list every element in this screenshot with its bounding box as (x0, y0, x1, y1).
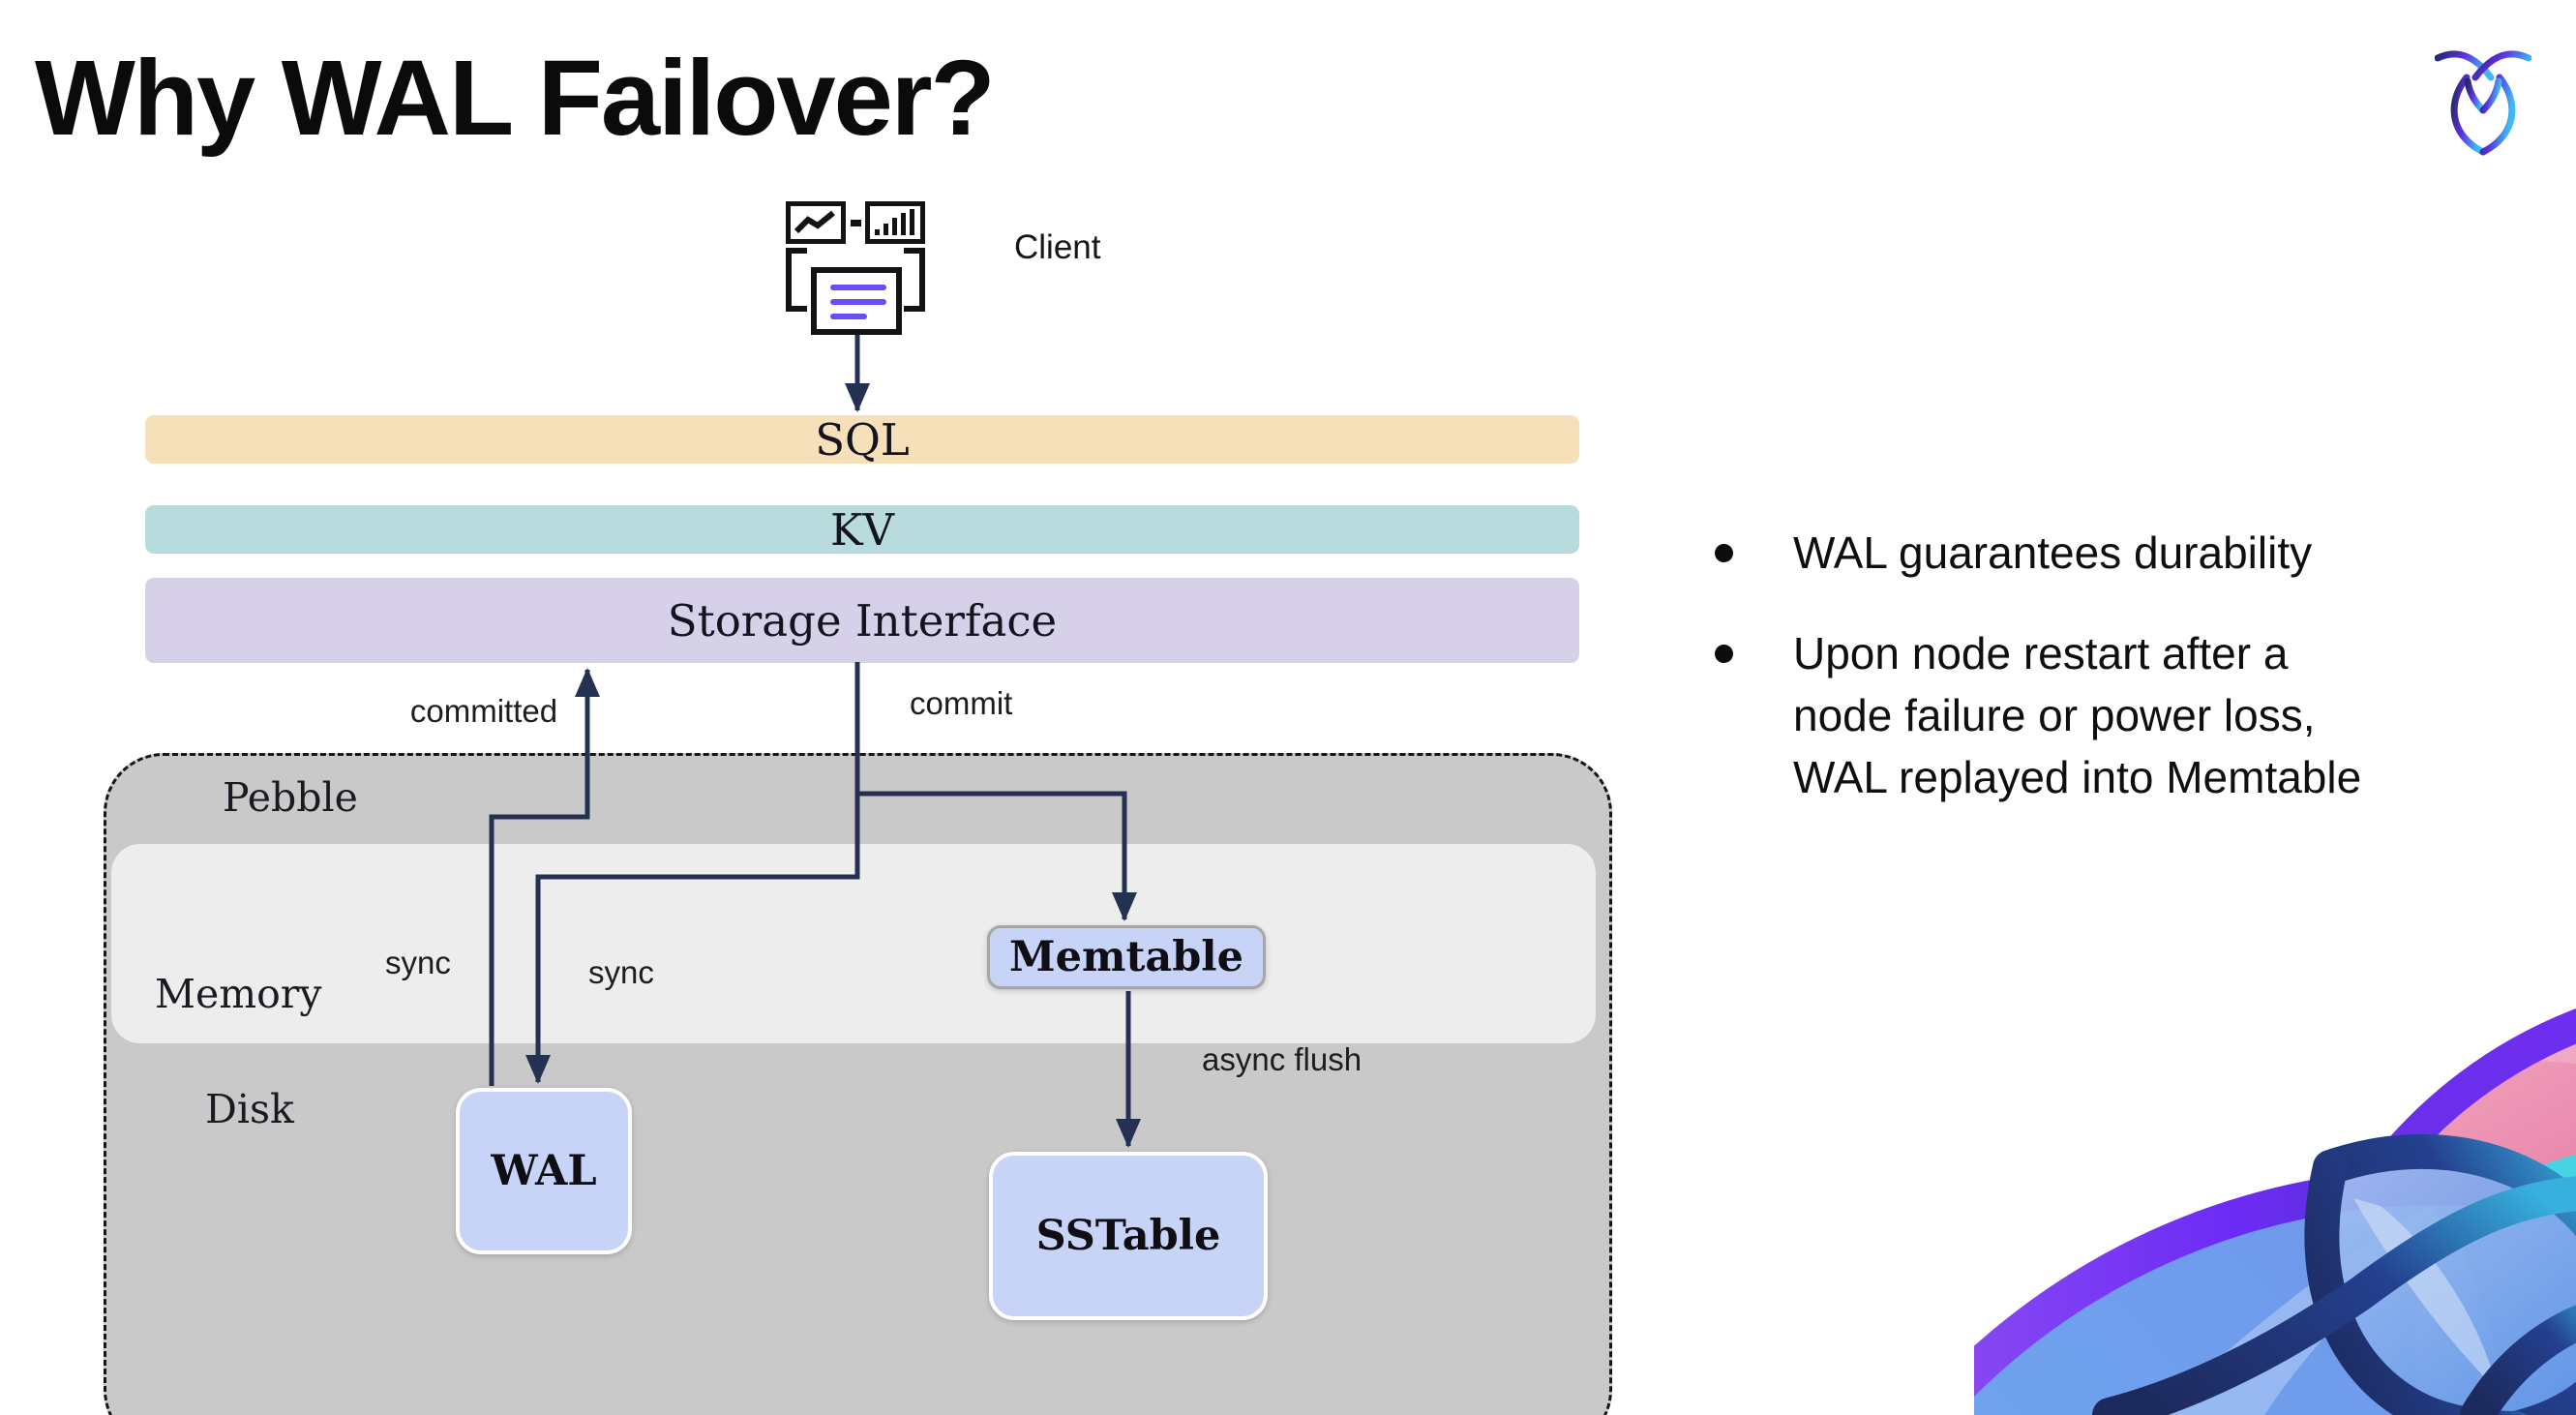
wal-node-label: WAL (491, 1147, 597, 1195)
commit-label: commit (910, 685, 1013, 721)
client-label: Client (1014, 228, 1101, 266)
sstable-node: SSTable (989, 1152, 1268, 1320)
bullet-dot-icon (1715, 644, 1733, 663)
committed-label: committed (409, 693, 558, 729)
line-chart-icon (786, 201, 846, 244)
pebble-label: Pebble (223, 774, 358, 821)
async-flush-label: async flush (1202, 1041, 1363, 1077)
bullet-item: Upon node restart after a node failure o… (1715, 623, 2566, 809)
disk-label: Disk (205, 1086, 294, 1132)
layer-bar-sql: SQL (145, 413, 1579, 466)
memtable-node: Memtable (987, 925, 1266, 989)
layer-bar-kv: KV (145, 503, 1579, 556)
sync-left-label: sync (385, 945, 451, 980)
layer-label-storage-interface: Storage Interface (667, 594, 1058, 647)
memory-band (111, 844, 1596, 1043)
bullet-text: WAL guarantees durability (1793, 527, 2313, 578)
bracket-right-icon (904, 248, 925, 312)
sync-right-label: sync (588, 954, 654, 990)
wal-node: WAL (456, 1088, 632, 1254)
bullet-list: WAL guarantees durability Upon node rest… (1715, 523, 2566, 848)
memtable-node-label: Memtable (1009, 933, 1243, 981)
client-icon (774, 194, 948, 339)
bracket-left-icon (786, 248, 807, 312)
bullet-text: Upon node restart after a node failure o… (1793, 627, 2362, 802)
brand-artwork-image (1974, 1008, 2576, 1415)
sql-document-icon (811, 267, 902, 335)
cockroachdb-logo-icon (2435, 50, 2531, 156)
memory-label: Memory (155, 971, 322, 1017)
page-title: Why WAL Failover? (35, 39, 996, 158)
layer-label-kv: KV (829, 503, 895, 556)
bullet-dot-icon (1715, 544, 1733, 562)
bullet-item: WAL guarantees durability (1715, 523, 2566, 585)
bar-chart-icon (865, 201, 925, 244)
sstable-node-label: SSTable (1035, 1212, 1221, 1260)
layer-bar-storage-interface: Storage Interface (145, 578, 1579, 663)
dash-connector (851, 220, 861, 226)
layer-label-sql: SQL (815, 413, 910, 466)
